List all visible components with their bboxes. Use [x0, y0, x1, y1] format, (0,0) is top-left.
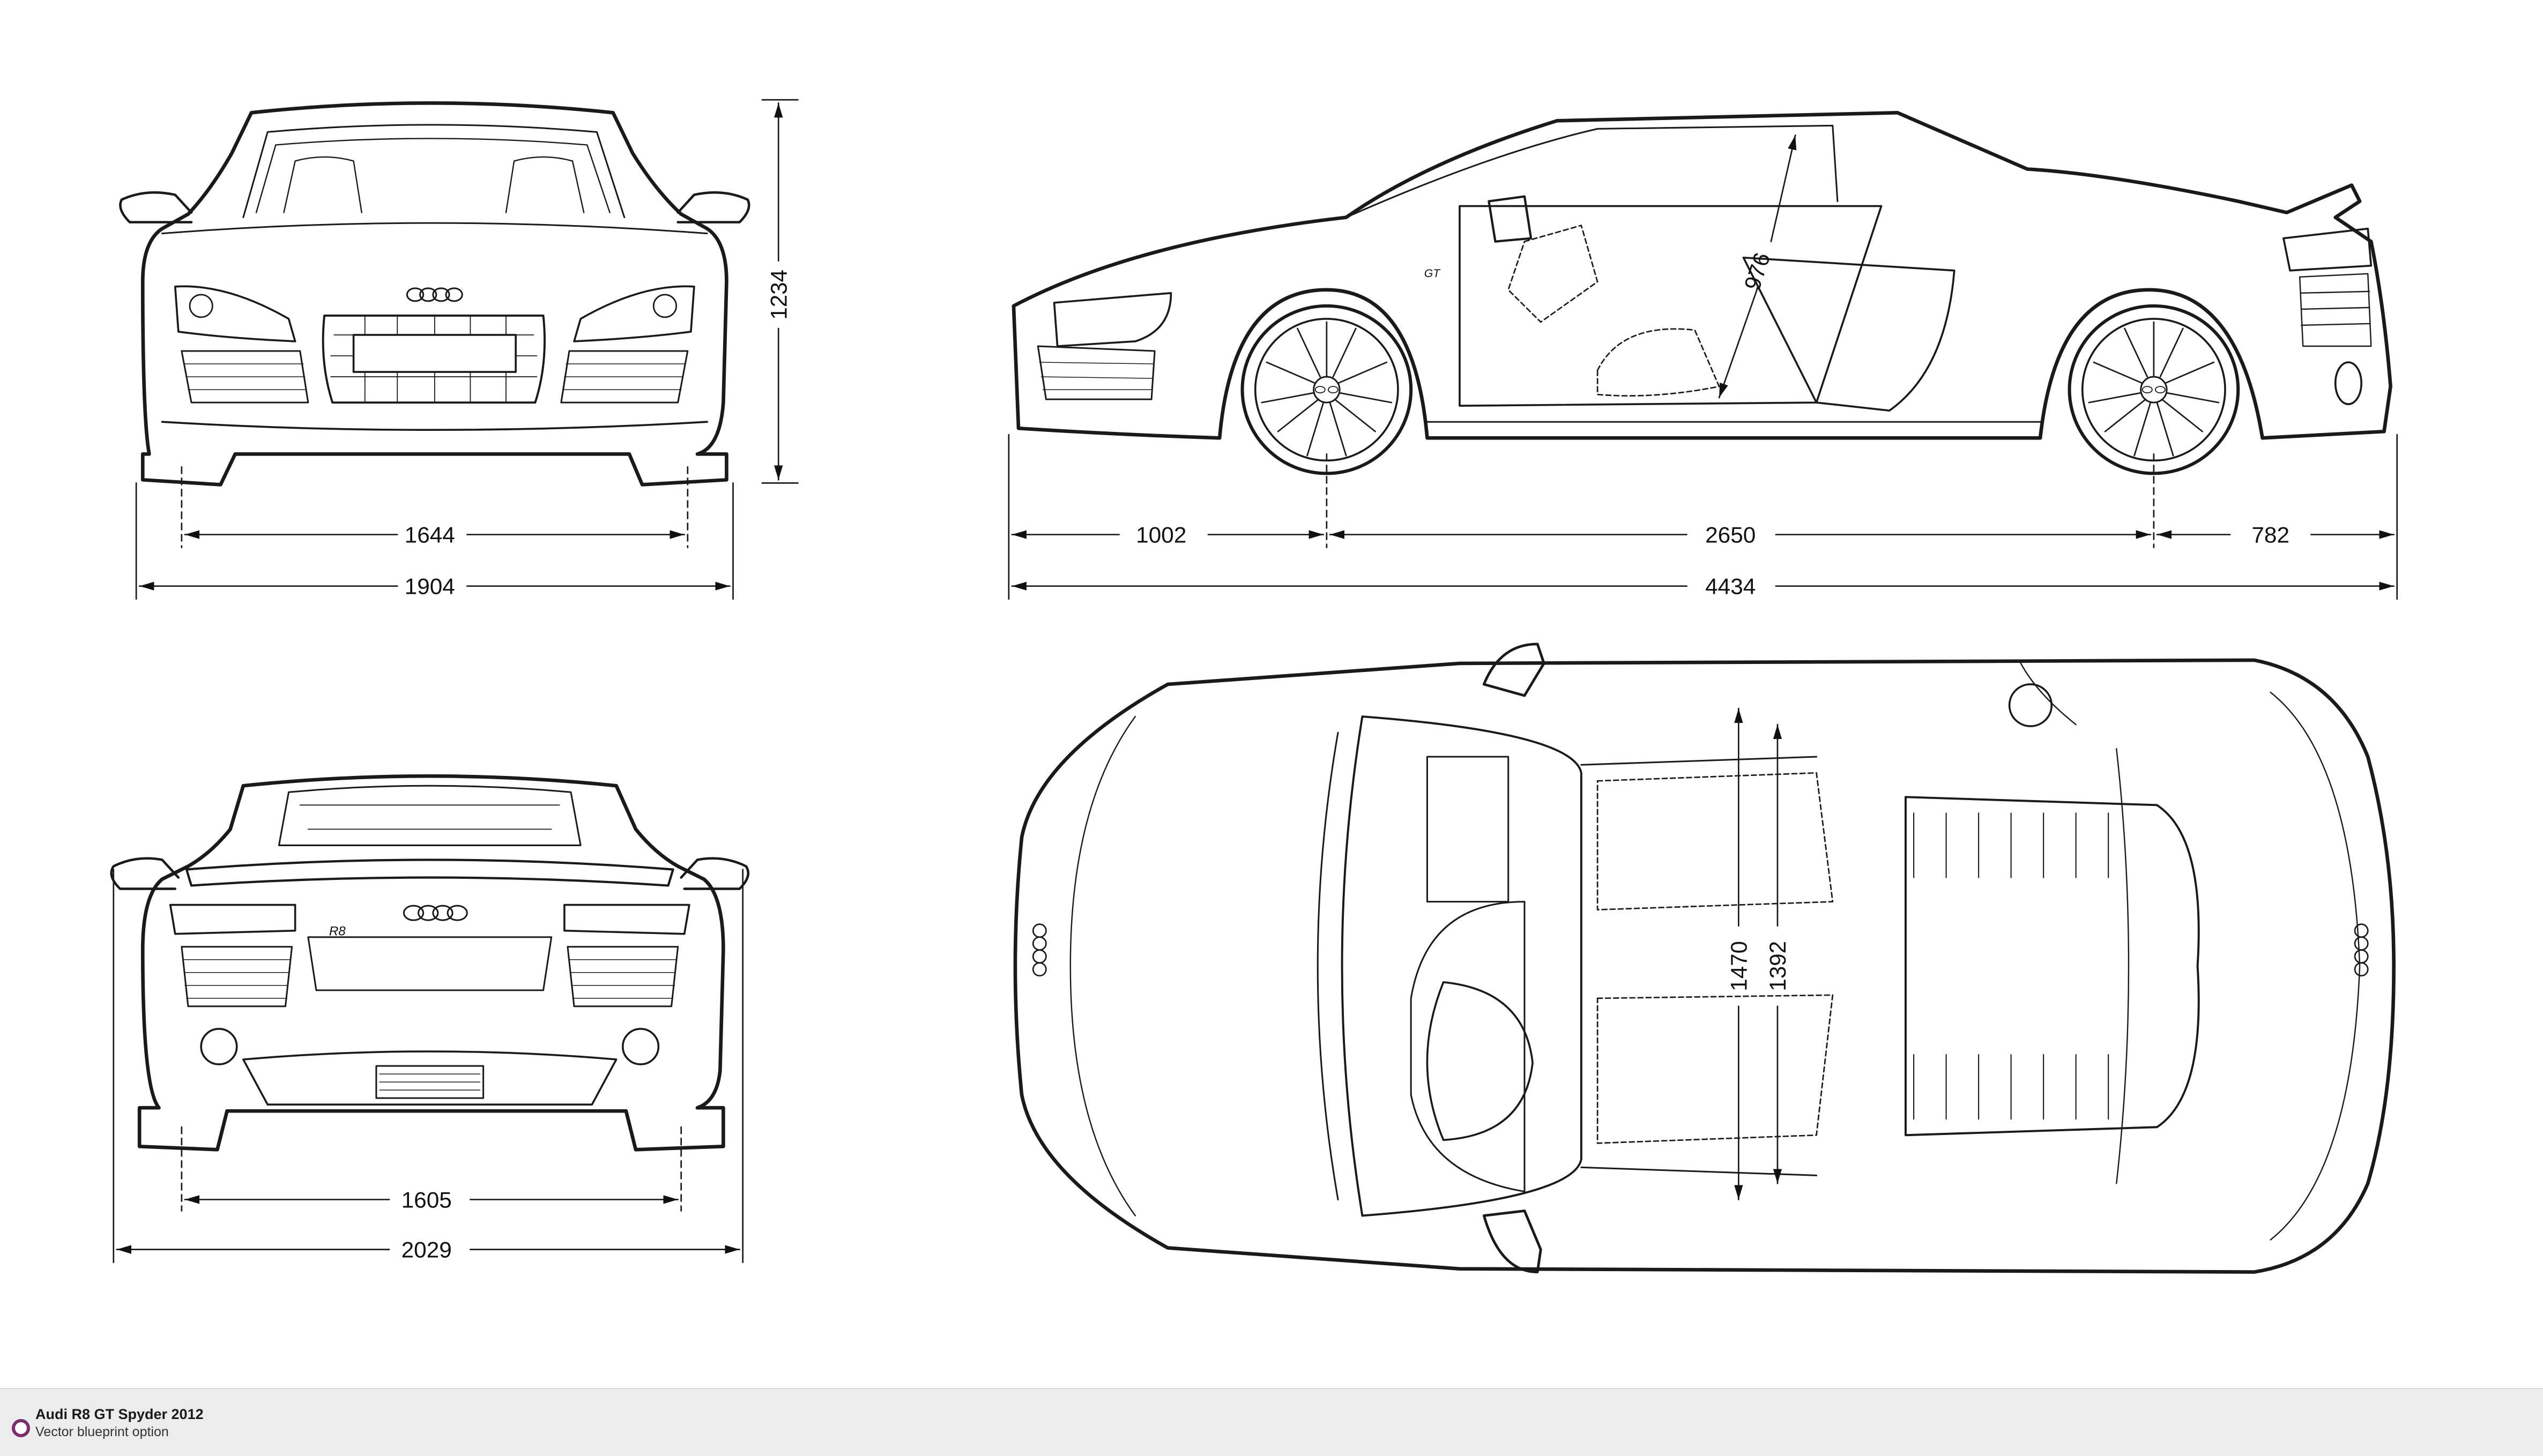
dimension-labels: 1644 1904 1234 1605 2029 1002 2650 782 4… — [329, 250, 2289, 1263]
rear-window — [278, 785, 582, 846]
side-headlight — [1053, 292, 1172, 347]
rear-spoiler — [185, 858, 674, 887]
door-dim-line — [1718, 286, 1759, 399]
front-wheel-tire — [1240, 304, 1413, 475]
front-silhouette — [140, 101, 728, 487]
top-engine-cover — [1905, 796, 2200, 1137]
front-headlight-left — [174, 285, 296, 342]
dim-length: 4434 — [1705, 574, 1756, 599]
rear-badge: R8 — [329, 924, 346, 939]
footer-bar: Audi R8 GT Spyder 2012 Vector blueprint … — [0, 1388, 2543, 1456]
fuel-cap — [2008, 683, 2053, 727]
front-grille — [322, 314, 546, 404]
side-seat — [1507, 225, 1720, 397]
side-intake — [1742, 256, 1955, 412]
top-mirror-upper — [1482, 643, 1545, 697]
rear-view — [110, 774, 749, 1152]
top-dash — [1410, 756, 1526, 1192]
dim-wheelbase: 2650 — [1705, 522, 1756, 548]
blueprint-drawing: 1644 1904 1234 1605 2029 1002 2650 782 4… — [110, 99, 2398, 1274]
top-silhouette — [1013, 658, 2396, 1274]
dim-rear-track: 1605 — [401, 1188, 452, 1213]
dim-front-overhang: 1002 — [1136, 522, 1186, 548]
side-front-intake — [1037, 345, 1156, 400]
dim-cabin-width-1: 1470 — [1726, 941, 1751, 991]
rear-exhaust-right — [621, 1028, 660, 1065]
blueprint-subtitle: Vector blueprint option — [35, 1424, 169, 1439]
rear-silhouette — [137, 774, 725, 1152]
front-plate — [352, 334, 517, 373]
dim-door-opening: 976 — [1739, 250, 1775, 293]
rear-taillight-right — [563, 904, 690, 935]
front-splitter — [161, 421, 708, 431]
dim-front-width: 1904 — [405, 574, 455, 599]
front-logo-ring-3 — [432, 287, 450, 302]
front-mirror-left — [119, 191, 193, 223]
front-windshield — [242, 124, 626, 219]
rear-exhaust-left — [200, 1028, 238, 1065]
side-mirror — [1488, 195, 1533, 243]
side-view — [1012, 111, 2392, 475]
side-roof-bar — [1345, 124, 1839, 219]
brand-logo-icon — [12, 1419, 30, 1437]
front-headlight-right — [573, 285, 695, 342]
side-door — [1459, 205, 1883, 407]
side-silhouette — [1012, 111, 2392, 440]
rear-dimensions — [113, 869, 744, 1263]
top-mirror-lower — [1482, 1209, 1542, 1274]
dim-front-track: 1644 — [405, 522, 455, 548]
front-intake-left — [181, 350, 309, 404]
front-logo-ring-4 — [445, 287, 463, 302]
top-view — [1013, 643, 2396, 1274]
front-view — [119, 101, 750, 487]
front-dimensions — [135, 99, 799, 600]
top-windshield — [1341, 715, 1582, 1217]
top-seat-lower — [1596, 994, 1834, 1144]
dim-rear-overhang: 782 — [2251, 522, 2289, 548]
rear-trunk-panel — [307, 936, 553, 991]
front-logo-ring-1 — [406, 287, 425, 302]
rear-wheel-tire — [2068, 304, 2240, 475]
rear-wheel-spokes — [2088, 321, 2220, 457]
front-mirror-right — [676, 191, 750, 223]
rear-mirror-right — [680, 857, 749, 890]
dim-cabin-width-2: 1392 — [1765, 941, 1790, 991]
rear-vent-right — [567, 946, 679, 1007]
side-badge: GT — [1424, 267, 1441, 280]
blueprint-title: Audi R8 GT Spyder 2012 — [35, 1406, 204, 1422]
top-engine-louvres — [1913, 812, 2109, 1120]
rear-diffuser — [242, 1050, 618, 1106]
side-rear-vent — [2299, 273, 2372, 347]
side-rear-light — [2282, 227, 2373, 272]
front-seats — [283, 156, 585, 213]
dim-rear-width: 2029 — [401, 1237, 452, 1263]
rear-vent-left — [181, 946, 293, 1007]
front-logo-ring-2 — [419, 287, 437, 302]
top-dimensions — [1734, 707, 1782, 1200]
dim-height: 1234 — [766, 270, 791, 320]
front-hood — [161, 222, 708, 235]
front-intake-right — [560, 350, 689, 404]
rear-taillight-left — [169, 904, 296, 935]
top-steering-wheel — [1426, 981, 1534, 1141]
top-seat-upper — [1596, 772, 1834, 910]
side-dimensions — [1008, 135, 2398, 600]
rear-mirror-left — [110, 857, 180, 890]
front-wheel-spokes — [1261, 321, 1393, 457]
